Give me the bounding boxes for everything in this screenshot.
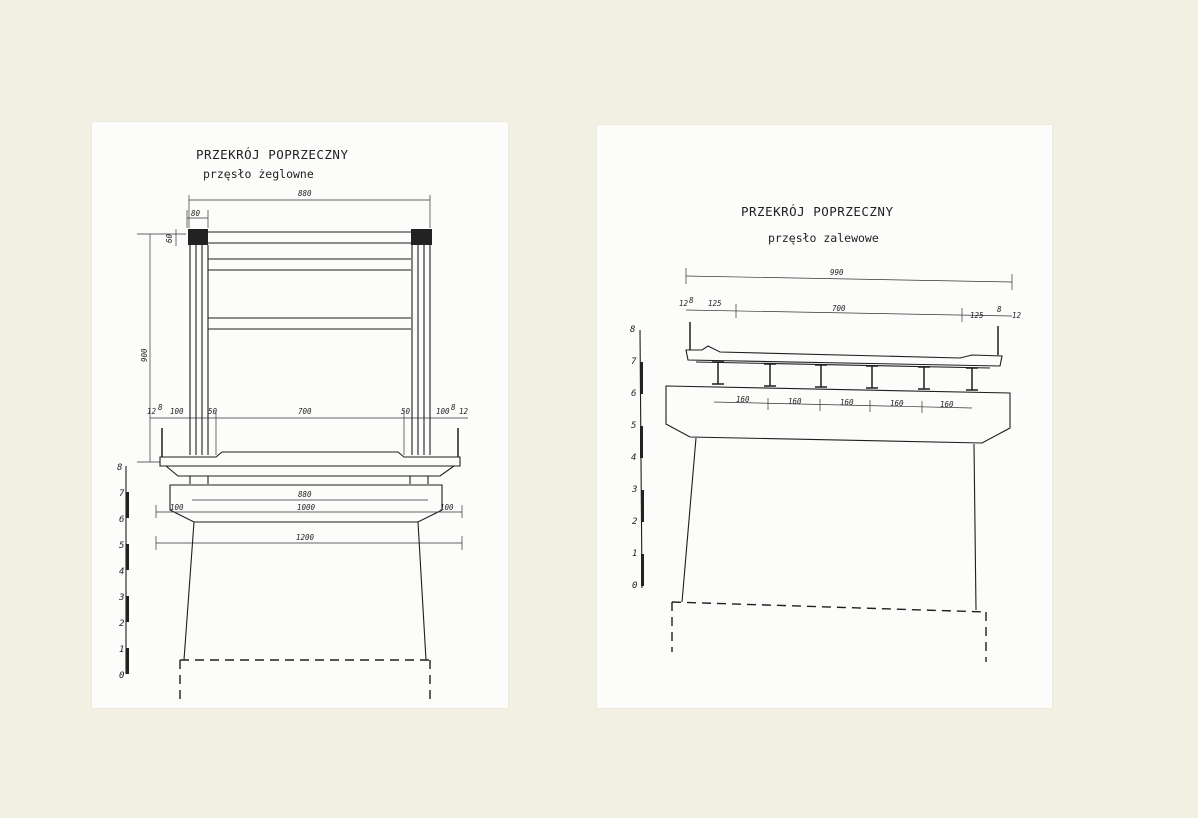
right-subtitle: przęsło zalewowe <box>768 231 879 245</box>
right-dim-8a: 8 <box>689 296 694 305</box>
left-cross-section: PRZEKRÓJ POPRZECZNY przęsło żeglowne 880… <box>117 147 469 705</box>
right-scale-3: 3 <box>631 485 637 495</box>
left-scale-5: 5 <box>119 541 124 551</box>
left-scale-8: 8 <box>117 463 122 473</box>
left-dim-12b: 12 <box>459 407 469 416</box>
left-dim-700: 700 <box>298 407 312 416</box>
left-dim-900: 900 <box>140 348 149 362</box>
left-scale-bar: 8 7 6 5 4 3 2 1 0 <box>117 463 129 681</box>
right-dim-8b: 8 <box>997 305 1002 314</box>
left-dim-8a: 8 <box>158 403 163 412</box>
left-dim-60: 60 <box>165 233 174 243</box>
drawing-sheet-right <box>597 125 1052 708</box>
right-dim-12b: 12 <box>1012 311 1022 320</box>
right-dim-g5: 160 <box>940 400 954 409</box>
right-dim-125b: 125 <box>970 311 984 320</box>
right-dim-12a: 12 <box>679 299 689 308</box>
left-dim-1200: 1200 <box>296 533 315 542</box>
right-girders <box>712 361 978 391</box>
left-dim-50a: 50 <box>208 407 218 416</box>
left-dim-50b: 50 <box>401 407 411 416</box>
left-dim-880: 880 <box>298 189 312 198</box>
left-dim-12a: 12 <box>147 407 157 416</box>
left-title: PRZEKRÓJ POPRZECZNY <box>196 147 349 162</box>
right-dim-g2: 160 <box>788 397 802 406</box>
right-scale-2: 2 <box>632 517 637 527</box>
left-scale-2: 2 <box>119 619 124 629</box>
right-dim-g3: 160 <box>840 398 854 407</box>
right-scale-6: 6 <box>631 389 636 399</box>
left-dim-8b: 8 <box>451 403 456 412</box>
left-scale-4: 4 <box>119 567 124 577</box>
right-scale-bar: 8 7 6 5 4 3 2 1 0 <box>630 325 644 591</box>
right-cross-section: PRZEKRÓJ POPRZECZNY przęsło zalewowe 990… <box>630 204 1022 662</box>
right-scale-5: 5 <box>631 421 636 431</box>
left-dim-cap-100b: 100 <box>440 503 454 512</box>
right-scale-0: 0 <box>632 581 637 591</box>
left-dim-100a: 100 <box>170 407 184 416</box>
right-dim-g1: 160 <box>736 395 750 404</box>
right-scale-1: 1 <box>632 549 637 559</box>
right-dim-700: 700 <box>832 304 846 313</box>
right-scale-4: 4 <box>631 453 636 463</box>
left-dim-100b: 100 <box>436 407 450 416</box>
left-dim-cap-1000: 1000 <box>297 503 316 512</box>
right-dim-g4: 160 <box>890 399 904 408</box>
left-subtitle: przęsło żeglowne <box>203 167 314 181</box>
right-title: PRZEKRÓJ POPRZECZNY <box>741 204 894 219</box>
right-dim-990: 990 <box>830 268 844 277</box>
left-scale-0: 0 <box>119 671 124 681</box>
right-scale-8: 8 <box>630 325 635 335</box>
left-scale-1: 1 <box>119 645 124 655</box>
left-scale-3: 3 <box>118 593 124 603</box>
left-scale-6: 6 <box>119 515 124 525</box>
left-post-cap-b <box>411 229 432 245</box>
drawing-sheet-left <box>92 122 508 708</box>
right-dim-125a: 125 <box>708 299 722 308</box>
left-dim-80: 80 <box>191 209 201 218</box>
left-dim-beam-880: 880 <box>298 490 312 499</box>
right-scale-7: 7 <box>631 357 637 367</box>
left-scale-7: 7 <box>119 489 125 499</box>
left-post-cap-a <box>188 229 208 245</box>
left-dim-cap-100a: 100 <box>170 503 184 512</box>
